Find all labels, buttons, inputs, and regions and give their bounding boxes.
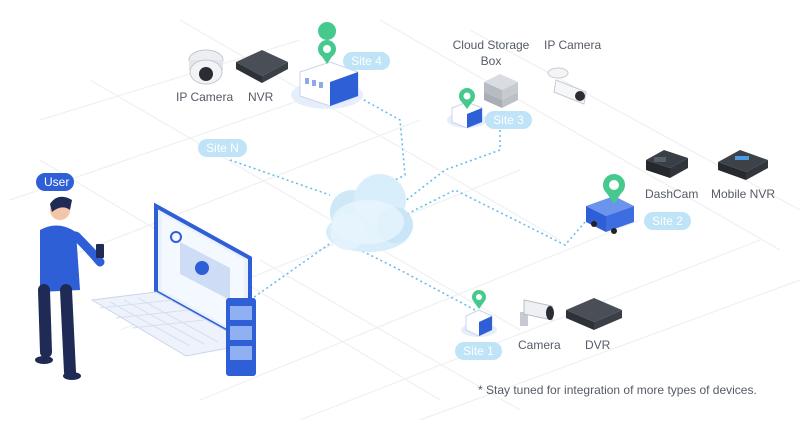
camera-site1-label: Camera: [518, 338, 561, 352]
site4-pin-icon: [318, 22, 337, 64]
site4-building-icon: [291, 61, 363, 109]
connector-site1: [359, 249, 476, 311]
cloud-storage-label-line1: Cloud Storage: [452, 38, 530, 52]
cloud-storage-label-line2: Box: [480, 54, 502, 68]
connector-site3: [399, 130, 501, 206]
ip-camera-site3-label: IP Camera: [544, 38, 602, 52]
connector-laptop: [249, 239, 336, 301]
ip-camera-site4-label: IP Camera: [176, 90, 234, 104]
site1-building-icon: [461, 309, 497, 337]
ip-camera-bullet-icon: [547, 67, 587, 105]
dashcam-label: DashCam: [645, 187, 699, 201]
phone-panel-icon: [226, 298, 256, 376]
connector-siteN: [229, 159, 331, 196]
dashcam-icon: [646, 150, 688, 178]
ip-camera-dome-icon: [188, 49, 224, 85]
connector-lines: [229, 94, 586, 311]
storage-box-icon: [484, 74, 518, 108]
site4-badge: Site 4: [343, 52, 390, 70]
user-figure-icon: [35, 196, 105, 380]
dvr-icon: [566, 298, 622, 330]
van-icon: [586, 196, 634, 234]
nvr-icon: [236, 50, 288, 83]
site1-badge: Site 1: [455, 342, 502, 360]
siteN-badge: Site N: [198, 139, 247, 157]
mobile-nvr-label: Mobile NVR: [711, 187, 776, 201]
site3-pin-icon: [459, 88, 475, 109]
dvr-site1-label: DVR: [585, 338, 611, 352]
site1-pin-icon: [472, 290, 486, 309]
mobile-nvr-icon: [718, 150, 768, 180]
footnote: * Stay tuned for integration of more typ…: [478, 383, 757, 397]
site2-badge: Site 2: [644, 212, 691, 230]
site3-badge: Site 3: [485, 111, 532, 129]
user-badge: User: [36, 173, 74, 191]
connector-site4: [354, 94, 406, 191]
bullet-camera-icon: [520, 299, 554, 326]
nvr-site4-label: NVR: [248, 90, 274, 104]
site2-pin-icon: [603, 174, 625, 204]
cloud-icon: [326, 174, 413, 252]
site3-building-icon: [447, 101, 487, 129]
connector-site2: [404, 189, 586, 246]
